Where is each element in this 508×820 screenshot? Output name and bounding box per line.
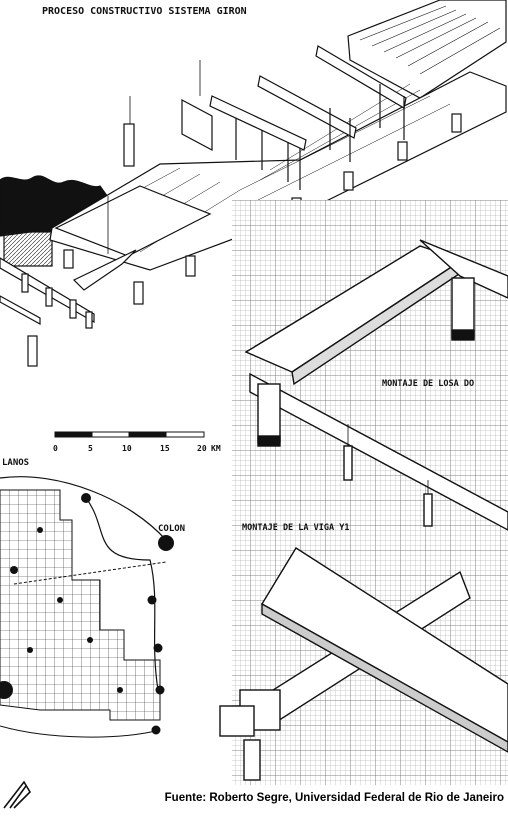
scale-tick-20: 20 bbox=[197, 444, 207, 453]
map-grid-area bbox=[0, 489, 161, 721]
scale-unit: KM bbox=[211, 444, 221, 453]
lifted-slab bbox=[54, 185, 212, 257]
city-label-colon: COLON bbox=[158, 524, 185, 534]
scale-bar bbox=[54, 431, 205, 438]
crossing-beams-detail bbox=[219, 547, 508, 781]
roof-deck bbox=[347, 0, 507, 99]
map-lower-road bbox=[0, 725, 161, 738]
source-caption: Fuente: Roberto Segre, Universidad Feder… bbox=[164, 792, 504, 804]
scale-tick-10: 10 bbox=[122, 444, 132, 453]
beam-detail bbox=[249, 372, 508, 531]
beam-assembly-label: MONTAJE DE LA VIGA Y1 bbox=[242, 523, 349, 533]
map-road bbox=[0, 476, 167, 541]
portal-frames bbox=[181, 45, 407, 190]
map-railway bbox=[13, 561, 167, 585]
slab-assembly-label: MONTAJE DE LOSA DO bbox=[382, 379, 474, 389]
site-map: LANOS COLON bbox=[0, 458, 185, 738]
vegetation-mass bbox=[0, 175, 111, 237]
drawing-title: PROCESO CONSTRUCTIVO SISTEMA GIRON bbox=[42, 6, 247, 17]
hanging-block bbox=[123, 123, 135, 167]
scale-ticks: 0 5 10 15 20 KM bbox=[53, 444, 221, 453]
slab-detail bbox=[244, 239, 508, 386]
scale-tick-15: 15 bbox=[160, 444, 170, 453]
map-label-fragment: LANOS bbox=[2, 458, 29, 468]
column-element bbox=[27, 335, 38, 367]
isometric-construction-view bbox=[0, 0, 507, 367]
scale-tick-0: 0 bbox=[53, 444, 58, 453]
hatched-wall bbox=[3, 231, 53, 267]
scale-tick-5: 5 bbox=[88, 444, 93, 453]
north-arrow-icon bbox=[3, 780, 32, 809]
